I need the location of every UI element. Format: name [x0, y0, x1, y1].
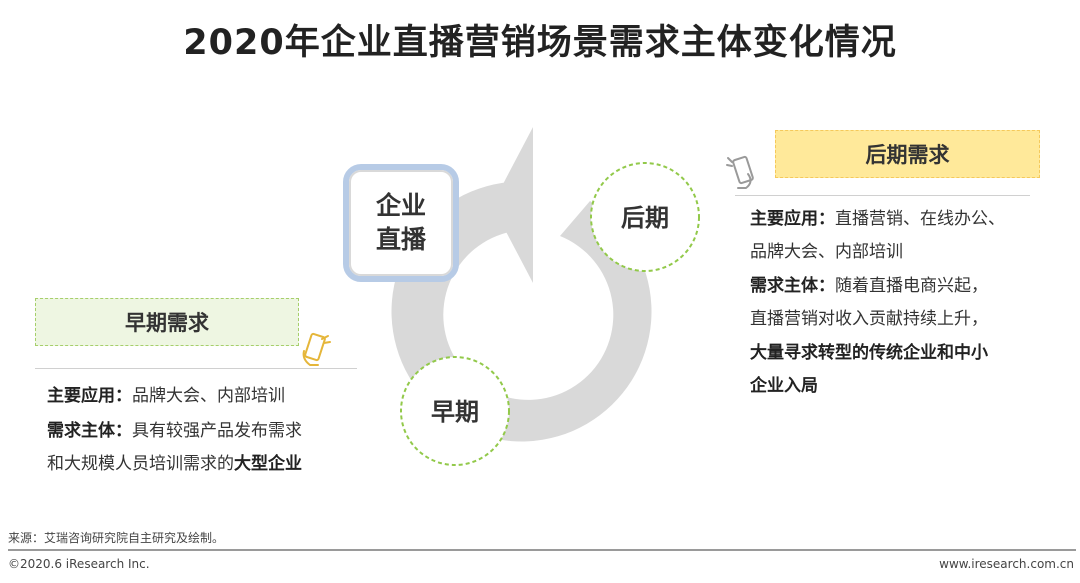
phone-hand-icon	[302, 332, 331, 366]
late-subject-bold2: 企业入局	[750, 376, 818, 396]
early-subject-bold: 大型企业	[234, 454, 302, 474]
center-text-line2: 直播	[375, 225, 426, 254]
early-app-label: 主要应用：	[47, 386, 132, 406]
early-subject-label: 需求主体：	[47, 421, 132, 441]
early-demand-tag: 早期需求	[35, 298, 299, 346]
late-demand-tag: 后期需求	[775, 130, 1040, 178]
website-link[interactable]: www.iresearch.com.cn	[939, 557, 1074, 571]
early-app-line: 主要应用：品牌大会、内部培训	[47, 384, 285, 408]
phone-hand-icon	[726, 155, 754, 189]
late-circle: 后期	[590, 162, 700, 272]
source-note: 来源：艾瑞咨询研究院自主研究及绘制。	[8, 531, 225, 545]
late-subject-bold-line2: 企业入局	[750, 374, 818, 398]
early-circle: 早期	[400, 356, 510, 466]
cycle-arrow-head	[492, 127, 533, 283]
page-title: 2020年企业直播营销场景需求主体变化情况	[183, 23, 897, 63]
late-app-text2: 品牌大会、内部培训	[750, 242, 903, 262]
late-subject-text: 随着直播电商兴起，	[835, 276, 988, 296]
early-circle-label: 早期	[431, 398, 479, 426]
late-app-label: 主要应用：	[750, 209, 835, 229]
copyright-text: ©2020.6 iResearch Inc.	[8, 557, 150, 571]
early-subject-line: 需求主体：具有较强产品发布需求	[47, 419, 302, 443]
early-divider	[35, 368, 357, 369]
late-subject-bold: 大量寻求转型的传统企业和中小	[750, 343, 988, 363]
late-subject-bold-line: 大量寻求转型的传统企业和中小	[750, 341, 988, 365]
late-subject-label: 需求主体：	[750, 276, 835, 296]
footer-divider	[8, 549, 1076, 551]
late-subject-line2: 直播营销对收入贡献持续上升，	[750, 307, 988, 331]
late-divider	[735, 195, 1030, 196]
center-box-inner: 企业 直播	[349, 170, 453, 276]
early-subject-text: 具有较强产品发布需求	[132, 421, 302, 441]
early-subject-text2: 和大规模人员培训需求的	[47, 454, 234, 474]
late-subject-text2: 直播营销对收入贡献持续上升，	[750, 309, 988, 329]
late-app-line2: 品牌大会、内部培训	[750, 240, 903, 264]
center-text-line1: 企业	[375, 191, 426, 220]
early-subject-line2: 和大规模人员培训需求的大型企业	[47, 452, 302, 476]
center-box: 企业 直播	[343, 164, 459, 282]
late-app-line: 主要应用：直播营销、在线办公、	[750, 207, 1005, 231]
late-circle-label: 后期	[621, 204, 669, 232]
late-subject-line: 需求主体：随着直播电商兴起，	[750, 274, 988, 298]
early-app-text: 品牌大会、内部培训	[132, 386, 285, 406]
late-app-text: 直播营销、在线办公、	[835, 209, 1005, 229]
